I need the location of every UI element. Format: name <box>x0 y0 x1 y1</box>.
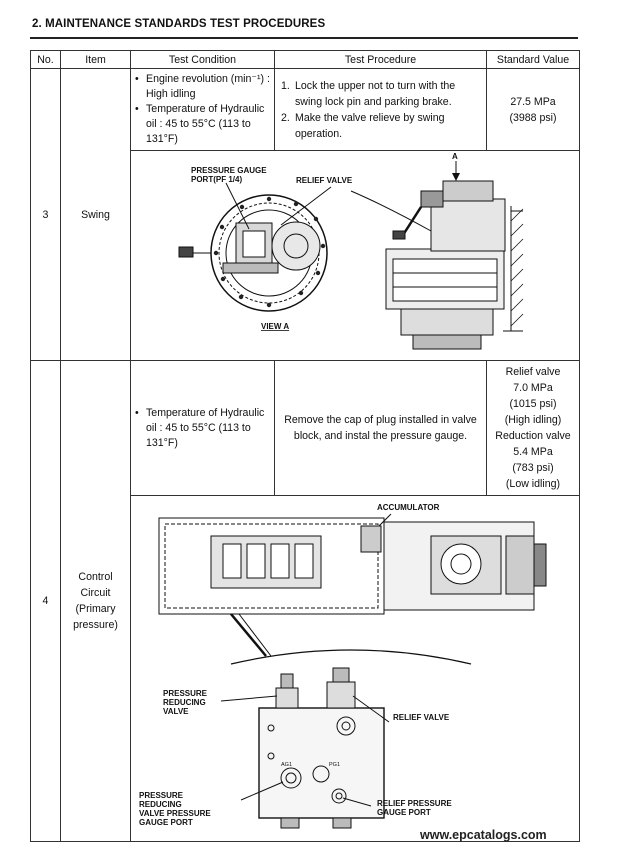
col-header-standard-value: Standard Value <box>486 50 580 69</box>
col-header-test-condition: Test Condition <box>130 50 275 69</box>
swing-figure-row: PRESSURE GAUGE PORT(PF 1/4) RELIEF VALVE… <box>31 150 580 361</box>
standard-value-line: 7.0 MPa <box>513 382 553 394</box>
standard-value-cell: 27.5 MPa (3988 psi) <box>486 68 580 151</box>
item-line: pressure) <box>73 619 118 631</box>
standard-value-cell: Relief valve 7.0 MPa (1015 psi) (High id… <box>486 360 580 496</box>
label-prv-pressure-gauge-port: GAUGE PORT <box>139 818 193 827</box>
condition-item: Temperature of Hydraulic oil : 45 to 55°… <box>135 102 272 147</box>
label-pressure-gauge-port: PRESSURE GAUGE <box>191 166 267 175</box>
standard-value-line: 27.5 MPa <box>510 95 556 108</box>
standard-value-line: (High idling) <box>504 414 562 426</box>
title-rule <box>30 37 578 39</box>
label-pressure-reducing-valve: PRESSURE <box>163 689 208 698</box>
label-prv-pressure-gauge-port: REDUCING <box>139 800 182 809</box>
standard-value-line: (3988 psi) <box>509 111 557 124</box>
condition-item: Temperature of Hydraulic oil : 45 to 55°… <box>135 406 272 451</box>
label-accumulator: ACCUMULATOR <box>377 503 440 512</box>
hatched-frame <box>510 208 524 327</box>
label-pressure-reducing-valve: REDUCING <box>163 698 206 707</box>
control-circuit-diagram: ACCUMULATOR <box>139 503 547 829</box>
row-item: Control Circuit (Primary pressure) <box>60 360 131 842</box>
step-number: 1. <box>281 79 290 92</box>
label-port-ag1: AG1 <box>281 762 292 768</box>
upper-frame-top-view <box>158 517 547 657</box>
label-pressure-gauge-port-size: PORT(PF 1/4) <box>191 175 242 184</box>
condition-item: Engine revolution (min⁻¹) : High idling <box>135 72 272 102</box>
page-title: 2. MAINTENANCE STANDARDS TEST PROCEDURES <box>32 18 326 30</box>
test-procedure-cell: Remove the cap of plug installed in valv… <box>274 360 487 496</box>
label-pressure-reducing-valve: VALVE <box>163 707 189 716</box>
procedure-step: 1. Lock the upper not to turn with the sw… <box>281 78 480 110</box>
watermark: www.epcatalogs.com <box>420 828 547 842</box>
swing-unit-side-view <box>385 180 523 350</box>
label-relief-pressure-gauge-port: RELIEF PRESSURE <box>377 799 452 808</box>
label-prv-pressure-gauge-port: VALVE PRESSURE <box>139 809 211 818</box>
standard-value-line: (Low idling) <box>505 478 561 490</box>
col-header-item: Item <box>60 50 131 69</box>
item-line: Control <box>78 571 113 583</box>
item-line: Circuit <box>80 587 111 599</box>
maintenance-standards-table: No. Item Test Condition Test Procedure S… <box>30 50 580 842</box>
test-procedure-cell: 1. Lock the upper not to turn with the sw… <box>274 68 487 151</box>
row-no: 4 <box>30 360 61 842</box>
swing-figure-cell: PRESSURE GAUGE PORT(PF 1/4) RELIEF VALVE… <box>130 150 580 361</box>
step-text: Make the valve relieve by swing operatio… <box>295 111 445 140</box>
standard-value-line: (783 psi) <box>512 462 554 474</box>
label-view-a: VIEW A <box>261 322 289 331</box>
test-condition-cell: Engine revolution (min⁻¹) : High idling … <box>130 68 275 151</box>
swing-motor-top-view <box>178 194 328 312</box>
step-text: Lock the upper not to turn with the swin… <box>295 79 456 108</box>
row-no: 3 <box>30 68 61 361</box>
row-item: Swing <box>60 68 131 361</box>
label-prv-pressure-gauge-port: PRESSURE <box>139 791 184 800</box>
control-circuit-figure-row: ACCUMULATOR <box>31 495 580 842</box>
label-relief-valve: RELIEF VALVE <box>393 713 450 722</box>
bolt-circle <box>213 196 326 308</box>
step-number: 2. <box>281 111 290 124</box>
item-line: (Primary <box>75 603 116 615</box>
valve-block-detail <box>258 667 385 829</box>
standard-value-line: 5.4 MPa <box>513 446 553 458</box>
test-condition-cell: Temperature of Hydraulic oil : 45 to 55°… <box>130 360 275 496</box>
procedure-step: 2. Make the valve relieve by swing operat… <box>281 110 480 142</box>
table-row-control-circuit: 4 Control Circuit (Primary pressure) Tem… <box>30 360 580 842</box>
col-header-test-procedure: Test Procedure <box>274 50 487 69</box>
table-header-row: No. Item Test Condition Test Procedure S… <box>30 50 580 69</box>
label-port-pg1: PG1 <box>329 762 340 768</box>
label-arrow-a: A <box>452 152 458 161</box>
label-relief-pressure-gauge-port: GAUGE PORT <box>377 808 431 817</box>
procedure-text: Remove the cap of plug installed in valv… <box>284 414 477 442</box>
standard-value-line: Relief valve <box>505 366 561 378</box>
standard-value-line: (1015 psi) <box>509 398 557 410</box>
control-circuit-figure-cell: ACCUMULATOR <box>130 495 580 842</box>
standard-value-line: Reduction valve <box>495 430 571 442</box>
label-relief-valve: RELIEF VALVE <box>296 176 353 185</box>
col-header-no: No. <box>30 50 61 69</box>
swing-motor-diagram: PRESSURE GAUGE PORT(PF 1/4) RELIEF VALVE… <box>178 152 524 350</box>
table-row-swing: 3 Swing Engine revolution (min⁻¹) : High… <box>30 68 580 361</box>
